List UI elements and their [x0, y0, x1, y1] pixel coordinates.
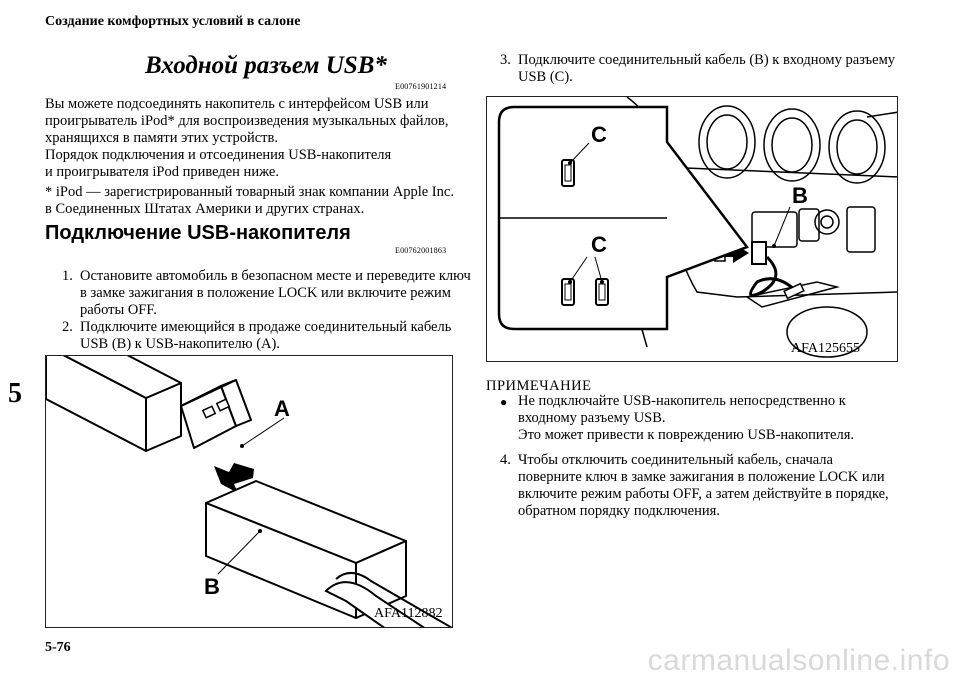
watermark: carmanualsonline.info [647, 644, 950, 677]
label-c-top: C [591, 122, 607, 147]
note-heading: ПРИМЕЧАНИЕ [486, 378, 592, 394]
footnote: * iPod — зарегистрированный товарный зна… [45, 184, 465, 218]
figure-id: AFA125655 [791, 341, 860, 356]
label-b: B [792, 183, 808, 208]
figure-usb-stick-cable: A B AFA112882 [45, 355, 453, 628]
step-text: Чтобы отключить соединительный кабель, с… [518, 452, 889, 519]
step-number: 1. [62, 268, 73, 284]
chapter-tab: 5 [0, 376, 30, 412]
label-c-bottom: C [591, 232, 607, 257]
label-b: B [204, 574, 220, 599]
section-title: Подключение USB-накопителя [45, 222, 351, 244]
usb-stick-illustration [46, 356, 452, 627]
figure-id: AFA112882 [374, 606, 443, 621]
intro-paragraph: Вы можете подсоединять накопитель с инте… [45, 96, 465, 181]
dashboard-illustration [497, 97, 897, 358]
step-number: 2. [62, 319, 73, 335]
step-item: 3. Подключите соединительный кабель (B) … [500, 52, 900, 86]
step-item: 2. Подключите имеющийся в продаже соедин… [62, 319, 472, 353]
intro-line: Порядок подключения и отсоединения USB-н… [45, 147, 392, 163]
page-number: 5-76 [45, 640, 71, 655]
step-item: 4. Чтобы отключить соединительный кабель… [500, 452, 900, 520]
label-a: A [274, 396, 290, 421]
intro-line: и проигрывателя iPod приведен ниже. [45, 164, 279, 180]
figure-usb-input-location: C C B AFA125655 [486, 96, 898, 362]
bullet-icon: ● [500, 395, 508, 409]
note-text-line: Это может привести к повреждению USB-нак… [518, 427, 854, 443]
step-number: 3. [500, 52, 511, 68]
steps-list: 1. Остановите автомобиль в безопасном ме… [62, 268, 472, 353]
note-text: Не подключайте USB-накопитель непосредст… [518, 393, 900, 444]
step-text: Подключите соединительный кабель (B) к в… [518, 52, 896, 85]
step-number: 4. [500, 452, 511, 468]
note-body: ● Не подключайте USB-накопитель непосред… [500, 393, 900, 444]
running-header: Создание комфортных условий в салоне [45, 14, 301, 29]
section-code: E00762001863 [395, 246, 447, 255]
footnote-line: * iPod — зарегистрированный товарный зна… [45, 184, 454, 200]
section-code: E00761901214 [395, 82, 447, 91]
footnote-line: в Соединенных Штатах Америки и других ст… [45, 201, 365, 217]
step-item: 1. Остановите автомобиль в безопасном ме… [62, 268, 472, 319]
intro-line: Вы можете подсоединять накопитель с инте… [45, 96, 429, 112]
intro-line: проигрыватель iPod* для воспроизведения … [45, 113, 449, 129]
step-text: Остановите автомобиль в безопасном месте… [80, 268, 471, 318]
step-text: Подключите имеющийся в продаже соедините… [80, 319, 452, 352]
note-text-line: Не подключайте USB-накопитель непосредст… [518, 393, 846, 426]
page-title: Входной разъем USB* [145, 52, 387, 79]
intro-line: хранящихся в памяти этих устройств. [45, 130, 278, 146]
